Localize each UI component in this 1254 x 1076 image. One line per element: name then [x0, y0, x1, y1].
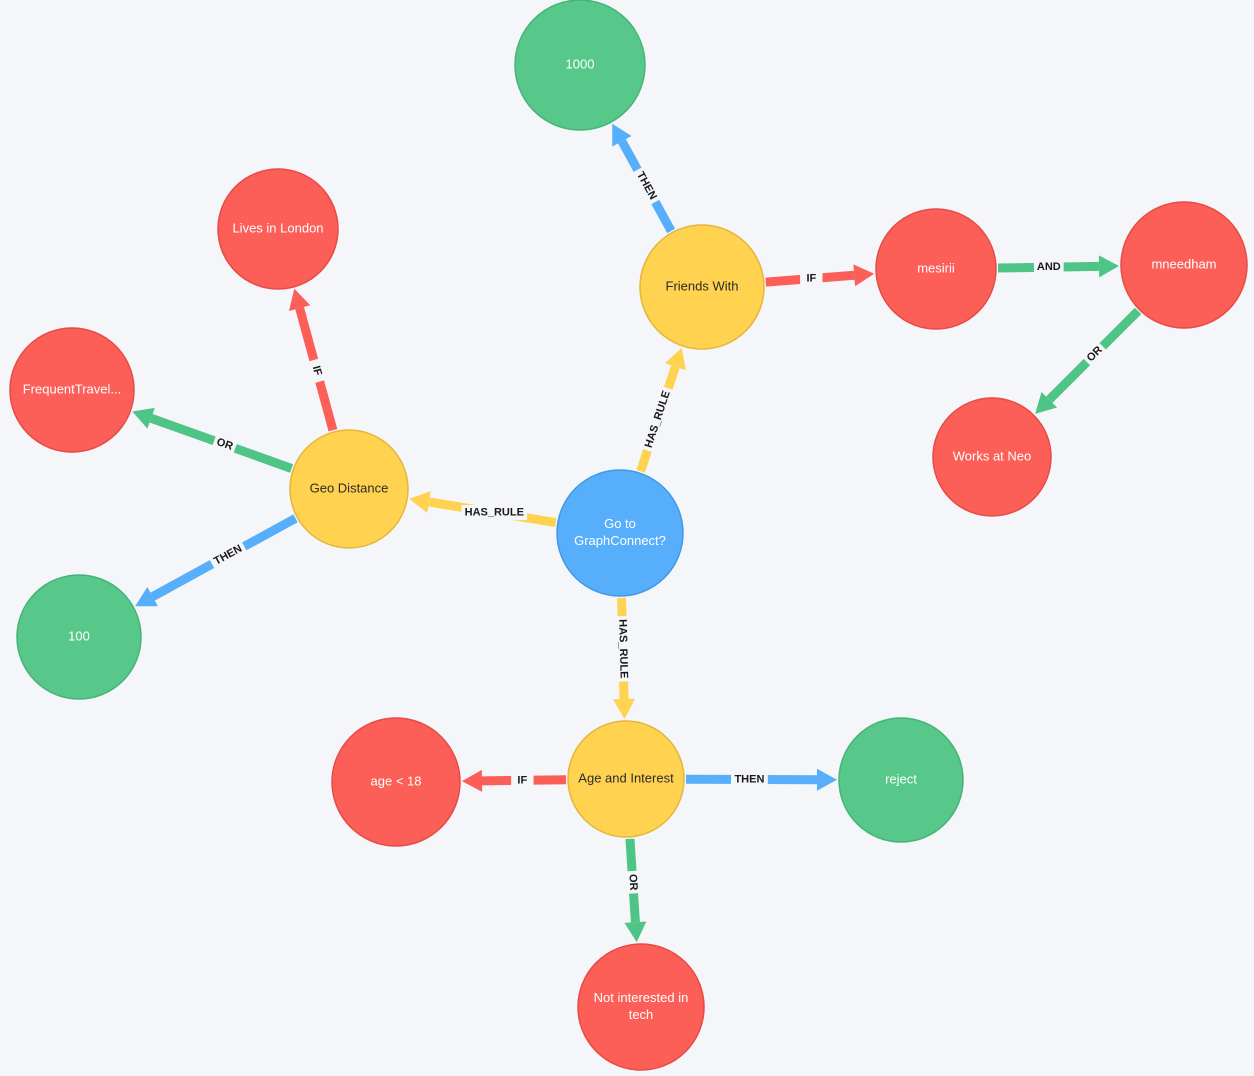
- node-circle[interactable]: [556, 469, 684, 597]
- node-circle[interactable]: [289, 429, 409, 549]
- node-circle[interactable]: [577, 943, 705, 1071]
- edge-label-group: IF: [511, 772, 534, 788]
- edge-label-backdrop: [631, 166, 662, 206]
- node-circle[interactable]: [567, 720, 685, 838]
- node-circle[interactable]: [217, 168, 339, 290]
- node-circle[interactable]: [838, 717, 964, 843]
- edge-arrowhead-icon: [624, 921, 647, 943]
- edge-label-group: AND: [1034, 259, 1064, 275]
- edge-label-backdrop: [208, 539, 248, 571]
- graph-node-friends[interactable]: Friends With: [639, 224, 765, 350]
- graph-node-ageint[interactable]: Age and Interest: [567, 720, 685, 838]
- graph-node-worksatneo[interactable]: Works at Neo: [932, 397, 1052, 517]
- node-circle[interactable]: [514, 0, 646, 131]
- edge-arrowhead-icon: [132, 407, 155, 429]
- edge-arrowhead-icon: [1098, 255, 1120, 278]
- node-circle[interactable]: [875, 208, 997, 330]
- edge-arrowhead-icon: [816, 768, 838, 791]
- edge-label-group: HAS_RULE: [614, 615, 632, 682]
- edge-label-backdrop: [211, 433, 238, 456]
- edge-label-backdrop: [1034, 259, 1064, 275]
- edge-label-backdrop: [511, 772, 534, 788]
- edge-arrowhead-icon: [853, 264, 875, 287]
- node-circle[interactable]: [9, 327, 135, 453]
- edge-arrowhead-icon: [135, 586, 158, 607]
- edge-arrowhead-icon: [288, 288, 311, 312]
- graph-node-age18[interactable]: age < 18: [331, 717, 461, 847]
- edge-label-group: THEN: [731, 771, 768, 787]
- graph-node-geo[interactable]: Geo Distance: [289, 429, 409, 549]
- edge-label-backdrop: [800, 271, 823, 287]
- graph-node-mesirii[interactable]: mesirii: [875, 208, 997, 330]
- edge-label-group: HAS_RULE: [461, 505, 528, 521]
- edge-label-group: OR: [624, 870, 642, 894]
- node-circle[interactable]: [331, 717, 461, 847]
- graph-node-hundred[interactable]: 100: [16, 574, 142, 700]
- graph-node-london[interactable]: Lives in London: [217, 168, 339, 290]
- edge-arrowhead-icon: [461, 769, 483, 792]
- graph-node-mneedham[interactable]: mneedham: [1120, 201, 1248, 329]
- graph-node-reject[interactable]: reject: [838, 717, 964, 843]
- node-circle[interactable]: [932, 397, 1052, 517]
- edge-label-backdrop: [614, 615, 632, 682]
- edge-arrowhead-icon: [409, 491, 431, 513]
- edge-arrowhead-icon: [612, 123, 632, 147]
- graph-node-freqtrav[interactable]: FrequentTravel...: [9, 327, 135, 453]
- edge-label-backdrop: [461, 505, 528, 521]
- node-circle[interactable]: [1120, 201, 1248, 329]
- edge-arrowhead-icon: [1035, 391, 1058, 414]
- edge-label-backdrop: [1081, 340, 1109, 368]
- edge-label-backdrop: [731, 771, 768, 787]
- edge-label-backdrop: [306, 358, 327, 384]
- edge-label-backdrop: [640, 385, 676, 453]
- edge-arrowhead-icon: [665, 347, 686, 371]
- node-circle[interactable]: [639, 224, 765, 350]
- graph-node-thousand[interactable]: 1000: [514, 0, 646, 131]
- edge-arrowhead-icon: [613, 698, 636, 720]
- edge-label-backdrop: [624, 870, 642, 894]
- node-circle[interactable]: [16, 574, 142, 700]
- edge-label-group: IF: [800, 271, 823, 287]
